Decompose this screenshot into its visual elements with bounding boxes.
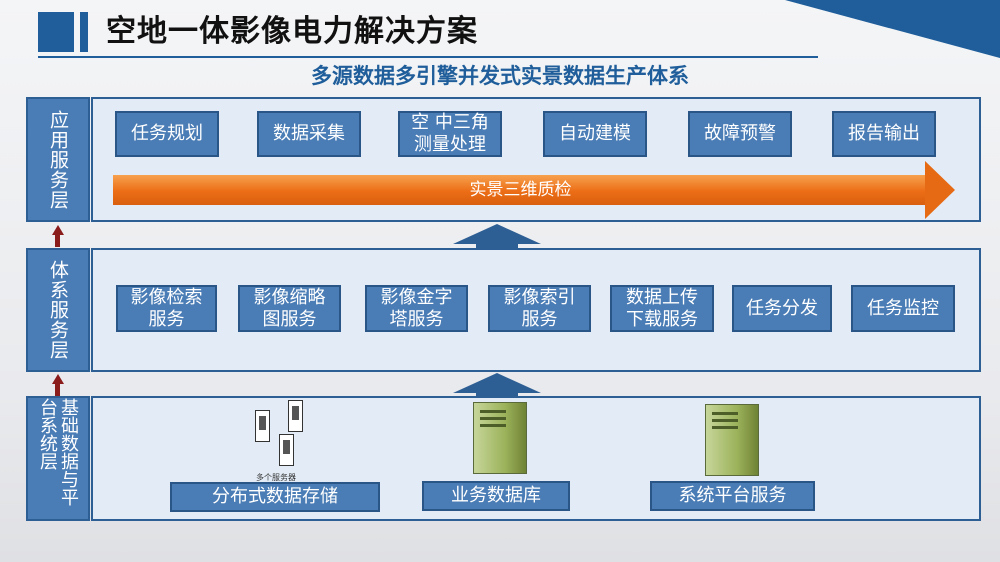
- header-accent-bar: [80, 12, 88, 52]
- server-icon: [255, 410, 270, 442]
- layer-label-system-text: 体系服务层: [47, 260, 69, 360]
- system-module-task-monitor: 任务监控: [851, 285, 955, 332]
- flow-arrow-up-2: [453, 373, 541, 393]
- base-module-business-database: 业务数据库: [422, 481, 570, 511]
- flow-arrow-up-1: [453, 224, 541, 244]
- layer-label-system: 体系服务层: [26, 248, 90, 372]
- app-module-auto-modeling: 自动建模: [543, 111, 647, 157]
- side-arrow-up-2: [52, 374, 64, 384]
- quality-check-arrow: [113, 175, 928, 205]
- quality-check-arrow-head: [925, 161, 955, 219]
- system-module-image-retrieval: 影像检索 服务: [116, 285, 217, 332]
- app-module-fault-warning: 故障预警: [688, 111, 792, 157]
- layer-label-base-text: 基础数据与平台系统层: [37, 398, 79, 506]
- app-module-report-output: 报告输出: [832, 111, 936, 157]
- side-arrow-up-1: [52, 225, 64, 235]
- system-module-task-dispatch: 任务分发: [732, 285, 832, 332]
- layer-label-base: 基础数据与平台系统层: [26, 396, 90, 521]
- server-icon: [288, 400, 303, 432]
- app-module-task-planning: 任务规划: [115, 111, 219, 157]
- flow-arrow-up-2-stem: [476, 392, 518, 397]
- app-module-aerial-triangulation: 空 中三角 测量处理: [398, 111, 502, 157]
- base-module-platform-service: 系统平台服务: [650, 481, 815, 511]
- quality-check-label: 实景三维质检: [469, 180, 572, 200]
- header-corner-decoration: [785, 0, 1000, 58]
- side-arrow-up-1-stem: [55, 234, 60, 247]
- server-icon: [279, 434, 294, 466]
- multi-server-caption: 多个服务器: [256, 473, 296, 482]
- layer-label-app: 应用服务层: [26, 97, 90, 222]
- base-module-distributed-storage: 分布式数据存储: [170, 482, 380, 512]
- system-module-image-pyramid: 影像金字 塔服务: [365, 285, 468, 332]
- system-module-image-index: 影像索引 服务: [488, 285, 591, 332]
- system-module-image-thumbnail: 影像缩略 图服务: [238, 285, 341, 332]
- system-module-data-transfer: 数据上传 下载服务: [610, 285, 714, 332]
- flow-arrow-up-1-stem: [476, 243, 518, 249]
- side-arrow-up-2-stem: [55, 383, 60, 396]
- diagram-subtitle: 多源数据多引擎并发式实景数据生产体系: [311, 64, 689, 88]
- header-accent-block: [38, 12, 74, 52]
- header-divider: [38, 56, 818, 58]
- page-title: 空地一体影像电力解决方案: [106, 14, 478, 49]
- app-module-data-collection: 数据采集: [257, 111, 361, 157]
- layer-label-app-text: 应用服务层: [47, 109, 69, 210]
